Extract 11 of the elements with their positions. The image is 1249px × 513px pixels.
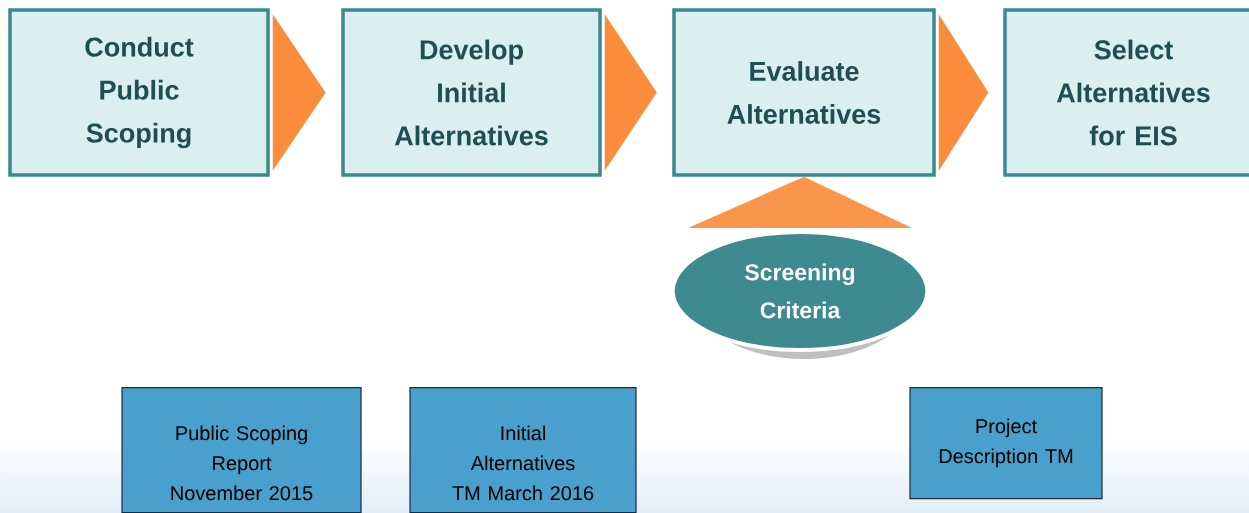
document-box: Initial Alternatives TM March 2016 bbox=[409, 387, 637, 513]
process-box: Conduct Public Scoping bbox=[8, 8, 270, 177]
process-box: Evaluate Alternatives bbox=[672, 8, 936, 177]
document-box: Public Scoping Report November 2015 bbox=[121, 387, 362, 513]
arrow bbox=[938, 14, 989, 171]
arrow bbox=[272, 14, 326, 171]
arrow bbox=[688, 176, 912, 228]
process-box: Select Alternatives for EIS bbox=[1003, 8, 1249, 177]
arrow bbox=[604, 14, 657, 171]
process-box: Develop Initial Alternatives bbox=[341, 8, 602, 177]
document-box: Project Description TM bbox=[909, 387, 1103, 500]
